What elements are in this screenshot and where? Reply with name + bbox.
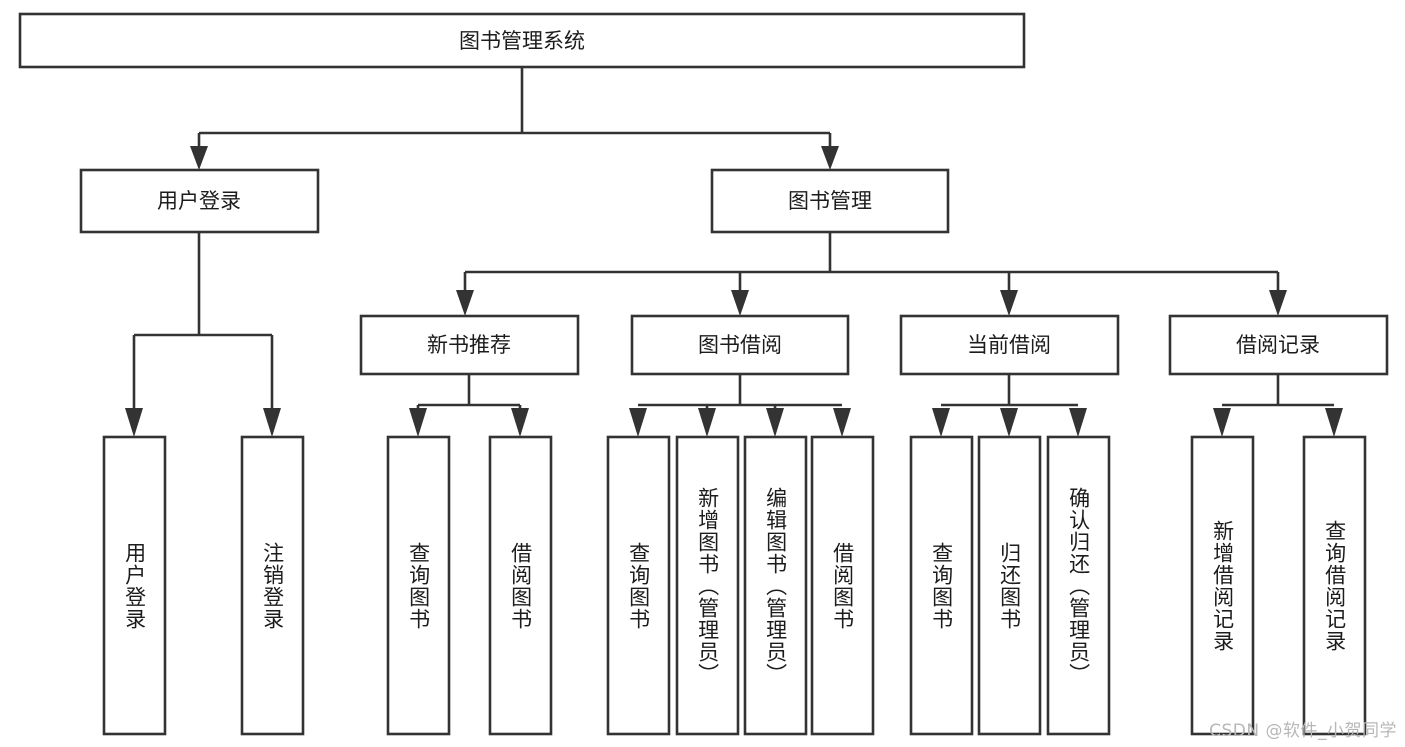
node-leaf-query-record-box[interactable]: [1302, 435, 1367, 736]
arrow-head-borrow-record: [1269, 290, 1287, 316]
arrow-head-leaf-add-book: [698, 408, 716, 437]
node-leaf-confirm-return-box[interactable]: [1046, 435, 1111, 736]
node-leaf-user-login-box[interactable]: [102, 435, 167, 736]
node-leaf-edit-book-box[interactable]: [743, 435, 808, 736]
node-book-borrow-label: 图书借阅: [698, 333, 782, 357]
connector-group-user-login: [125, 232, 281, 437]
connector-group-new-book-recommend: [409, 374, 529, 437]
node-book-manage-label: 图书管理: [788, 189, 872, 213]
arrow-head-leaf-borrow-book-2: [833, 408, 851, 437]
node-leaf-add-record-box[interactable]: [1190, 435, 1255, 736]
node-root-box[interactable]: [18, 12, 1026, 69]
arrow-head-leaf-query-book-2: [629, 408, 647, 437]
connector-group-book-manage: [456, 232, 1287, 316]
arrow-head-leaf-add-record: [1213, 408, 1231, 437]
node-leaf-borrow-book-1-box[interactable]: [488, 435, 553, 736]
connector-group-root: [190, 67, 839, 170]
node-current-borrow-label: 当前借阅: [967, 333, 1051, 357]
node-leaf-query-book-1-box[interactable]: [386, 435, 451, 736]
node-borrow-record-label: 借阅记录: [1236, 333, 1320, 357]
arrow-head-leaf-query-record: [1325, 408, 1343, 437]
node-leaf-query-book-2-box[interactable]: [606, 435, 671, 736]
arrow-head-leaf-user-login: [125, 408, 143, 437]
node-current-borrow-box[interactable]: [899, 314, 1120, 376]
node-book-manage-box[interactable]: [710, 168, 950, 234]
arrow-head-book-manage: [821, 146, 839, 170]
node-leaf-query-book-3-box[interactable]: [909, 435, 974, 736]
node-book-borrow-box[interactable]: [630, 314, 850, 376]
arrow-head-current-borrow: [1000, 290, 1018, 316]
arrow-head-leaf-return-book: [1000, 408, 1018, 437]
node-new-book-recommend-box[interactable]: [359, 314, 580, 376]
node-leaf-add-book-box[interactable]: [675, 435, 740, 736]
arrow-head-leaf-borrow-book-1: [511, 408, 529, 437]
connector-group-book-borrow: [629, 374, 851, 437]
csdn-watermark: CSDN @软件_小贺同学: [1209, 721, 1397, 741]
connector-group-borrow-record: [1213, 374, 1343, 437]
arrow-head-leaf-query-book-1: [409, 408, 427, 437]
arrow-head-leaf-edit-book: [766, 408, 784, 437]
node-leaf-user-logout-box[interactable]: [240, 435, 305, 736]
node-leaf-borrow-book-2-box[interactable]: [810, 435, 875, 736]
arrow-head-book-borrow: [731, 290, 749, 316]
node-new-book-recommend-label: 新书推荐: [427, 333, 511, 357]
arrow-head-new-book-recommend: [456, 290, 474, 316]
node-leaf-return-book-box[interactable]: [977, 435, 1042, 736]
arrow-head-leaf-confirm-return: [1069, 408, 1087, 437]
arrow-head-leaf-query-book-3: [932, 408, 950, 437]
node-root-label: 图书管理系统: [459, 29, 585, 53]
arrow-head-user-login: [190, 146, 208, 170]
connector-group-current-borrow: [932, 374, 1087, 437]
arrow-head-leaf-user-logout: [263, 408, 281, 437]
node-user-login-label: 用户登录: [157, 189, 241, 213]
node-borrow-record-box[interactable]: [1168, 314, 1389, 376]
